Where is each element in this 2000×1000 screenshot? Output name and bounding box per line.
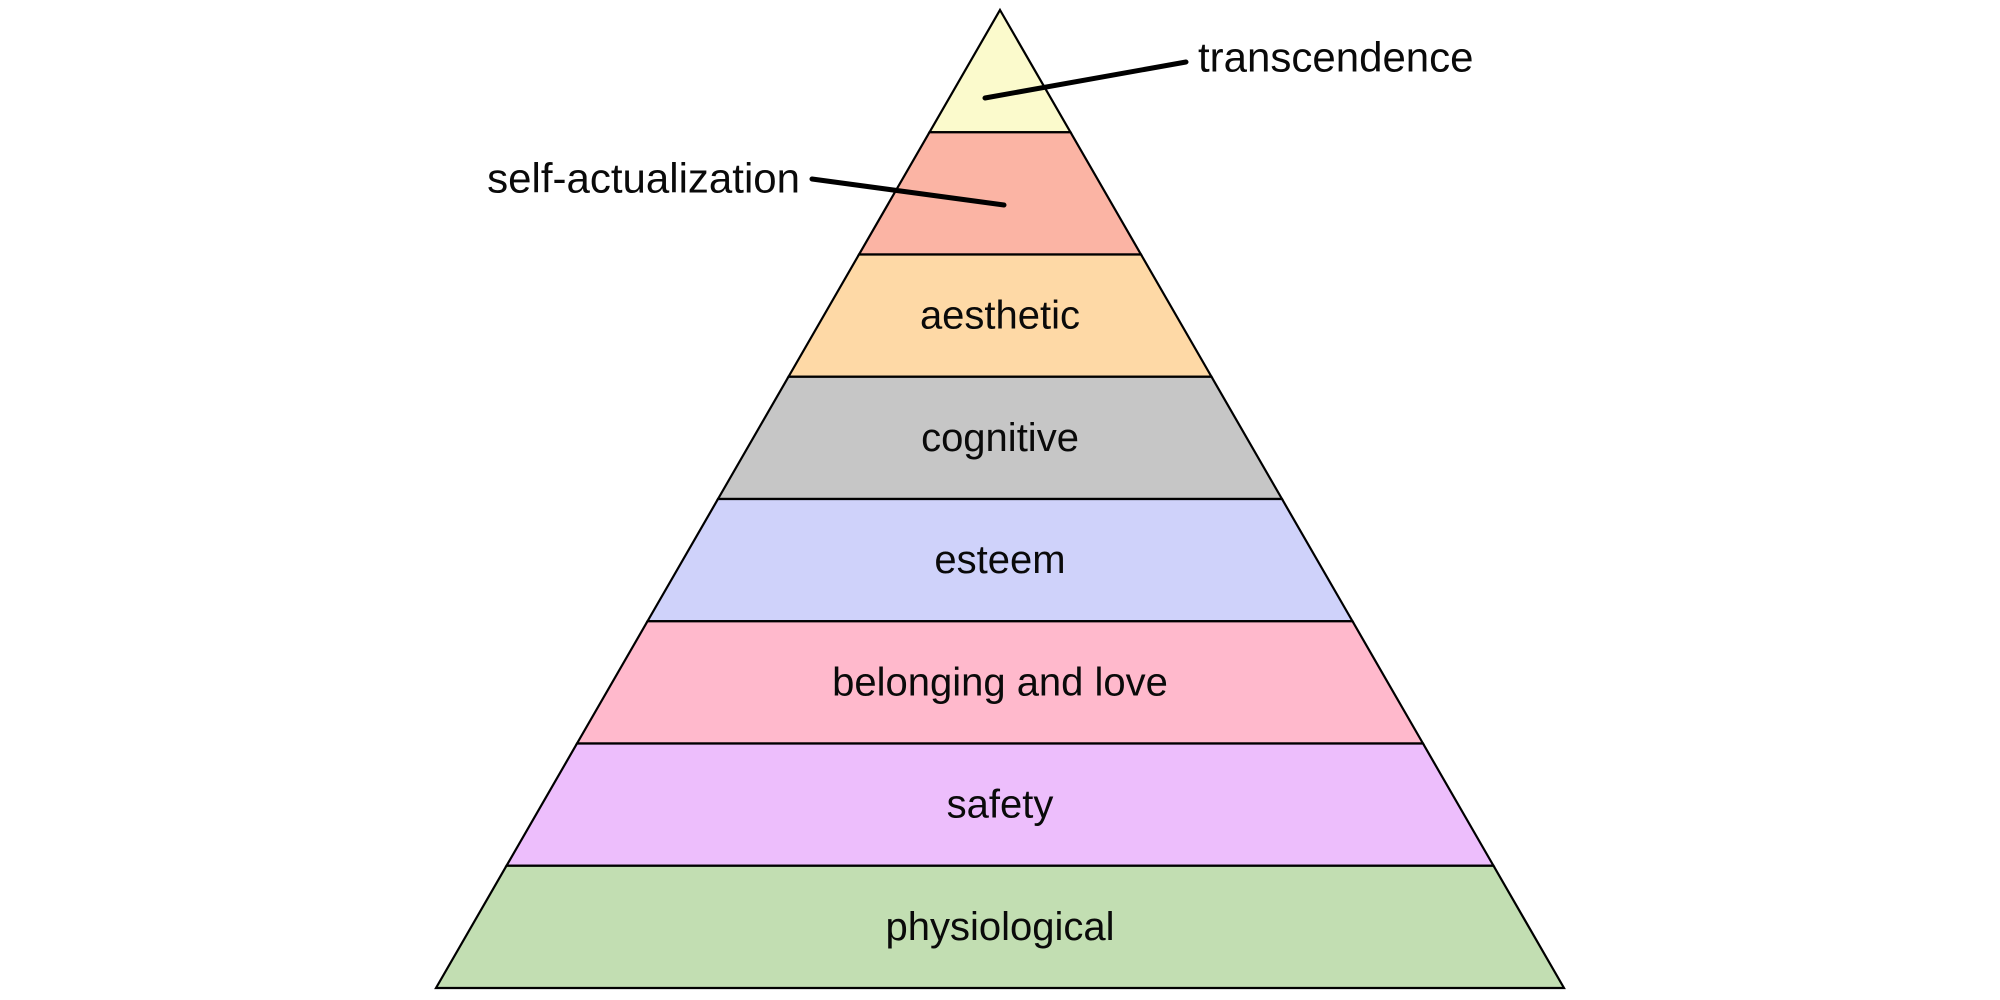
leader-line-self-actualization [809, 176, 1007, 208]
level-label-belonging-and-love: belonging and love [832, 660, 1168, 704]
pyramid-level-transcendence [927, 7, 1073, 134]
callout-label-self-actualization: self-actualization [487, 155, 800, 202]
level-label-esteem: esteem [934, 538, 1065, 582]
level-label-cognitive: cognitive [921, 416, 1079, 460]
leader-line-transcendence [982, 59, 1189, 101]
level-label-physiological: physiological [885, 905, 1114, 949]
pyramid-level-physiological [434, 864, 1566, 990]
level-label-safety: safety [947, 783, 1054, 827]
callout-label-transcendence: transcendence [1198, 34, 1474, 81]
level-label-aesthetic: aesthetic [920, 294, 1080, 338]
